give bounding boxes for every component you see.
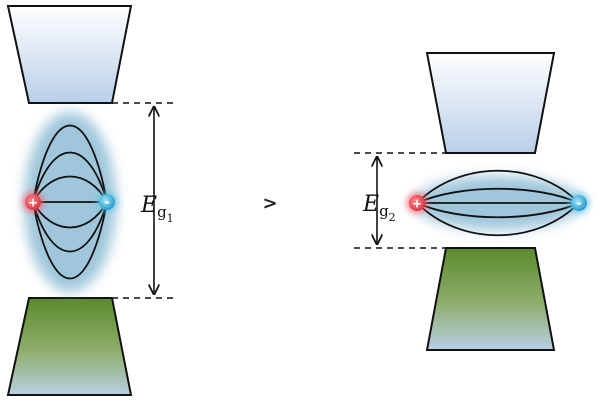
left-hole-dot xyxy=(99,194,115,210)
right-field-line-2 xyxy=(416,187,580,204)
right-electron-dot xyxy=(409,195,425,211)
right-conduction-band xyxy=(425,52,556,154)
right-field-lines xyxy=(416,169,580,237)
left-electron-dot xyxy=(25,194,41,210)
right-field-line-1 xyxy=(416,169,580,204)
right-gap-sub-index: 2 xyxy=(389,211,396,224)
right-gap-symbol: E xyxy=(362,192,379,217)
right-field-line-4 xyxy=(416,202,580,219)
right-valence-band xyxy=(425,247,556,351)
left-hole-charge: - xyxy=(104,196,109,211)
right-hole-charge: - xyxy=(576,197,581,212)
right-gap-sub-g: g xyxy=(379,202,389,220)
left-valence-band xyxy=(6,297,133,396)
left-field-line-6 xyxy=(32,201,108,253)
right-panel: + - Eg2 xyxy=(354,52,590,351)
left-field-line-1 xyxy=(32,124,108,203)
left-gap-label: Eg1 xyxy=(140,193,174,225)
right-hole-dot xyxy=(571,195,587,211)
left-conduction-band xyxy=(6,5,133,104)
right-gap-label: Eg2 xyxy=(362,192,396,224)
left-field-lines xyxy=(32,124,108,280)
left-field-line-5 xyxy=(32,201,108,229)
left-gap-sub-g: g xyxy=(157,203,167,221)
right-electron-charge: + xyxy=(412,197,422,211)
left-field-line-7 xyxy=(32,201,108,280)
left-gap-sub-index: 1 xyxy=(167,212,174,225)
left-electron-charge: + xyxy=(28,196,38,210)
left-field-line-3 xyxy=(32,175,108,203)
left-panel: + - Eg1 xyxy=(6,5,178,396)
left-field-line-2 xyxy=(32,151,108,203)
left-gap-symbol: E xyxy=(140,193,157,218)
greater-than-sign: > xyxy=(262,193,277,214)
right-field-line-5 xyxy=(416,202,580,237)
